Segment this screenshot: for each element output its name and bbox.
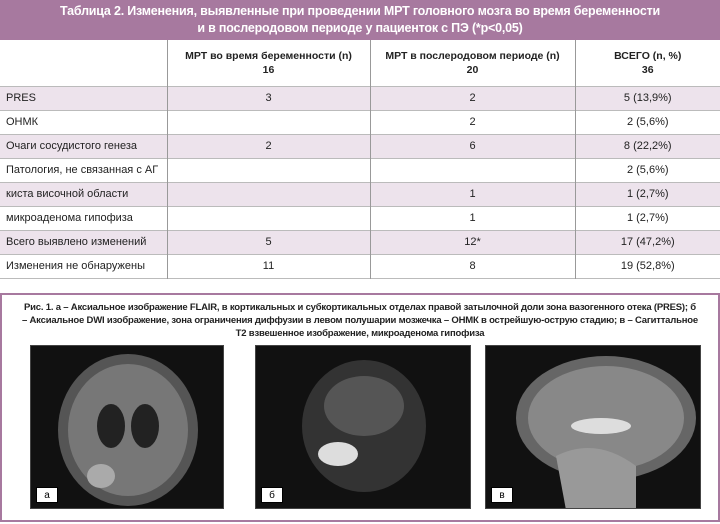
cell-value [167,158,371,182]
cell-value: 2 [167,134,371,158]
title-line-1: Таблица 2. Изменения, выявленные при про… [59,4,660,18]
cell-value: 3 [167,86,371,110]
mri-image-t2: в [485,345,701,509]
cell-value: 5 (13,9%) [575,86,720,110]
row-label: Всего выявлено изменений [0,230,168,254]
panel-label: б [261,487,283,503]
row-label: Очаги сосудистого генеза [0,134,168,158]
cell-value [167,182,371,206]
table-row: микроаденома гипофиза 1 1 (2,7%) [0,206,720,230]
figure-caption: Рис. 1. а – Аксиальное изображение FLAIR… [22,302,698,339]
cell-value: 2 (5,6%) [626,164,669,176]
cell-value: 11 [167,254,371,278]
row-label: Патология, не связанная с АГ [0,158,168,182]
row-label: PRES [0,86,168,110]
title-line-2: и в послеродовом периоде у пациенток с П… [197,21,523,35]
cell-value: 1 [370,206,576,230]
results-table: МРТ во время беременности (n)16 МРТ в по… [0,40,720,279]
cell-value: 17 (47,2%) [575,230,720,254]
cell-value: 2 [370,86,576,110]
cell-value: 6 [370,134,576,158]
row-label: Изменения не обнаружены [0,254,168,278]
figure: Рис. 1. а – Аксиальное изображение FLAIR… [0,293,720,522]
cell-value [370,158,576,182]
cell-value: 1 (2,7%) [575,182,720,206]
header-pregnancy: МРТ во время беременности (n)16 [167,40,371,86]
header-total: ВСЕГО (n, %)36 [614,49,682,76]
cell-value: 8 (22,2%) [575,134,720,158]
panel-label: а [36,487,58,503]
row-label: киста височной области [0,182,168,206]
cell-value: 2 [370,110,576,134]
table-row: ОНМК 2 2 (5,6%) [0,110,720,134]
mri-image-dwi: б [255,345,471,509]
cell-value [167,206,371,230]
cell-value: 8 [370,254,576,278]
table-title: Таблица 2. Изменения, выявленные при про… [0,0,720,40]
cell-value: 2 (5,6%) [626,116,669,128]
cell-value: 1 (2,7%) [626,212,669,224]
row-label: микроаденома гипофиза [0,206,168,230]
cell-value [167,110,371,134]
cell-value: 19 (52,8%) [620,260,675,272]
cell-value: 1 [370,182,576,206]
cell-value: 12* [370,230,576,254]
row-label: ОНМК [0,110,168,134]
table-row: Патология, не связанная с АГ 2 (5,6%) [0,158,720,182]
cell-value: 5 [167,230,371,254]
header-postpartum: МРТ в послеродовом периоде (n)20 [370,40,576,86]
header-empty [0,40,168,86]
mri-image-flair: а [30,345,224,509]
panel-label: в [491,487,513,503]
